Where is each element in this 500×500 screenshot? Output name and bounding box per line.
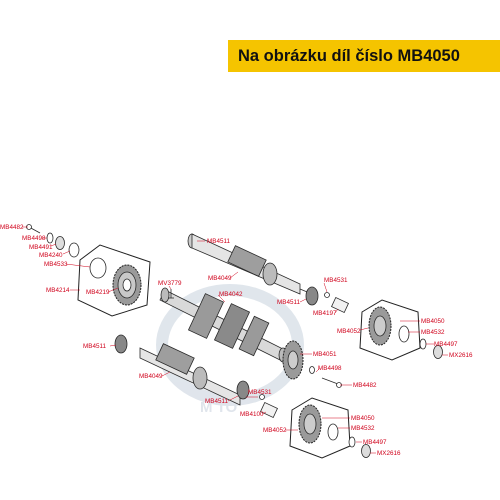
- part-gear-mb4050-lower: [298, 404, 322, 444]
- part-bearing-mb4511: [305, 286, 319, 306]
- part-balance-shaft-lower: [139, 343, 241, 406]
- part-number-banner: Na obrázku díl číslo MB4050: [228, 40, 500, 72]
- part-gear-mb4051: [282, 340, 304, 380]
- part-label[interactable]: MB4498: [22, 235, 46, 242]
- part-washer-mb4497-upper: [419, 338, 427, 350]
- part-label[interactable]: MB4532: [351, 425, 375, 432]
- part-label[interactable]: MX2616: [449, 352, 473, 359]
- part-washer-mb4498-right: [309, 366, 315, 374]
- part-label[interactable]: MB4050: [421, 318, 445, 325]
- part-nut-mb4491: [55, 236, 65, 250]
- part-label[interactable]: MB4531: [324, 277, 348, 284]
- part-label[interactable]: MV3779: [158, 280, 182, 287]
- part-number-text: Na obrázku díl číslo MB4050: [238, 46, 460, 65]
- part-label[interactable]: MX2616: [377, 450, 401, 457]
- part-label[interactable]: MB4214: [46, 287, 70, 294]
- part-bolt-mb4482: [26, 224, 41, 234]
- part-bolt-mb4482-right: [321, 377, 342, 388]
- part-ring-mb4532-upper: [398, 325, 410, 343]
- part-balance-shaft-upper: [187, 233, 313, 295]
- part-label[interactable]: MB4240: [39, 252, 63, 259]
- assembly-callout-box-left: [77, 244, 151, 317]
- part-label[interactable]: MB4511: [207, 238, 230, 245]
- part-label[interactable]: MB4511: [205, 398, 228, 405]
- part-label[interactable]: MB4052: [263, 427, 287, 434]
- part-key-mb4531: [324, 292, 330, 298]
- part-label[interactable]: MB4050: [351, 415, 375, 422]
- part-labels: MB4482 MB4498 MB4491 MB4240 MB4533 MB421…: [0, 224, 473, 457]
- part-pin-mv3779: [168, 289, 174, 299]
- part-washer-mb4498: [46, 232, 54, 244]
- part-nut-mx2616-lower: [361, 444, 371, 458]
- part-label[interactable]: MB4531: [248, 389, 272, 396]
- part-label[interactable]: MB4482: [353, 382, 377, 389]
- assembly-callout-box-right-lower: [289, 397, 351, 459]
- part-ring-mb4240: [68, 242, 80, 258]
- part-label[interactable]: MB4219: [86, 289, 110, 296]
- part-gear-mb4050-upper: [368, 306, 392, 346]
- leader-lines: [22, 226, 448, 454]
- part-label[interactable]: MB4532: [421, 329, 445, 336]
- part-label[interactable]: MB4497: [434, 341, 458, 348]
- part-bearing-mb4511-lower-left: [114, 334, 128, 354]
- part-bushing-mb4100: [260, 401, 278, 419]
- part-label[interactable]: MB4511: [83, 343, 106, 350]
- part-label[interactable]: MB4497: [363, 439, 387, 446]
- part-label[interactable]: MB4049: [139, 373, 163, 380]
- part-label[interactable]: MB4100: [240, 411, 264, 418]
- part-label[interactable]: MB4197: [313, 310, 337, 317]
- part-washer-mb4497-lower: [348, 436, 356, 448]
- part-nut-mx2616-upper: [433, 345, 443, 359]
- part-ring-mb4533: [89, 257, 107, 279]
- part-label[interactable]: MB4042: [219, 291, 243, 298]
- part-key-mb4531-lower: [259, 394, 265, 400]
- part-label[interactable]: MB4482: [0, 224, 24, 231]
- part-label[interactable]: MB4051: [313, 351, 337, 358]
- part-bearing-mb4511-lower-right: [236, 380, 250, 400]
- part-label[interactable]: MB4049: [208, 275, 232, 282]
- part-ring-mb4532-lower: [327, 423, 339, 441]
- part-label[interactable]: MB4052: [337, 328, 361, 335]
- part-gear-mb4219: [112, 264, 142, 306]
- part-label[interactable]: MB4511: [277, 299, 300, 306]
- watermark-text: M TO: [200, 399, 238, 416]
- part-label[interactable]: MB4491: [29, 244, 53, 251]
- part-label[interactable]: MB4498: [318, 365, 342, 372]
- assembly-callout-box-right-upper: [359, 299, 421, 361]
- parts-drawing: [26, 224, 443, 459]
- part-label[interactable]: MB4533: [44, 261, 68, 268]
